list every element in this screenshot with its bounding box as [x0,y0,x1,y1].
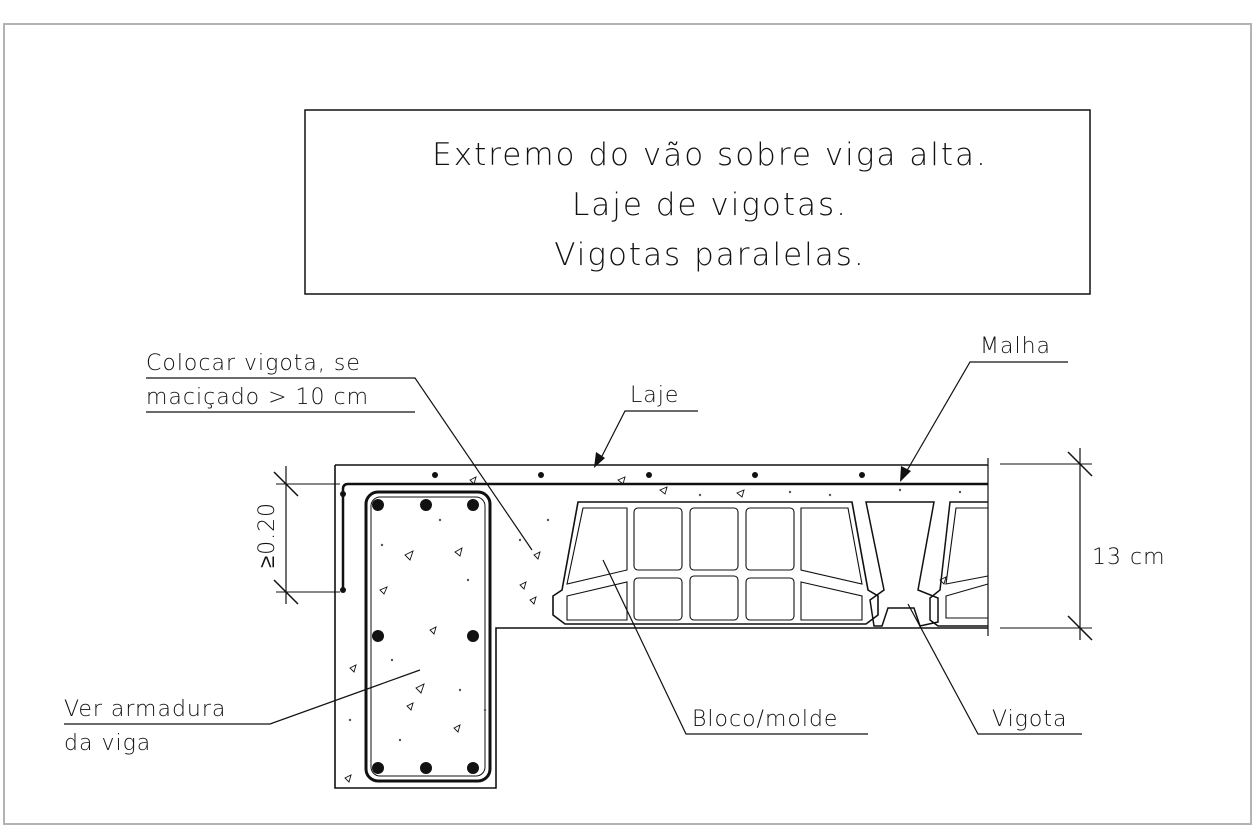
leader-arrow [900,466,911,482]
dim-min-length-label: ≥0.20 [255,502,280,568]
dimension-slab-height: 13 cm [1000,448,1166,641]
concrete-specks [348,488,962,742]
title-line-1: Extremo do vão sobre viga alta. [432,137,988,173]
title-border [304,109,1091,295]
bar-dot [340,587,346,593]
title-box: Extremo do vão sobre viga alta. Laje de … [304,109,1091,295]
callout-colocar: Colocar vigota, se maciçado > 10 cm [146,351,533,551]
beam-stirrup-inner [370,496,486,777]
rebar [467,499,479,511]
leader-arrow [594,452,605,468]
label-vigota: Vigota [992,707,1067,732]
callout-bloco: Bloco/molde [602,559,868,735]
rebar [372,499,384,511]
block-partial-outline [929,501,988,627]
joist [865,501,939,627]
mesh-dot [646,472,652,478]
callout-malha: Malha [900,334,1068,482]
label-laje: Laje [630,383,679,408]
callout-ver-armadura: Ver armadura da viga [64,669,421,756]
rebar [467,762,479,774]
hollow-block-partial [929,458,989,636]
mesh-dot [538,472,544,478]
rebar [372,762,384,774]
label-ver-2: da viga [64,731,151,756]
label-colocar-2: maciçado > 10 cm [146,385,369,410]
callout-vigota: Vigota [907,603,1082,735]
mesh-dot [752,472,758,478]
label-ver-1: Ver armadura [64,697,226,722]
title-line-3: Vigotas paralelas. [554,237,866,273]
title-line-2: Laje de vigotas. [572,187,848,223]
drawing-frame [3,23,1252,825]
concrete-hatch [344,476,947,783]
bar-dot [340,491,346,497]
mesh-dot [859,472,865,478]
hollow-block [552,501,879,625]
label-malha: Malha [980,334,1051,359]
label-colocar-1: Colocar vigota, se [146,351,361,376]
dim-slab-height-label: 13 cm [1092,545,1166,570]
rebar [467,630,479,642]
slab-anchor-bar [341,482,988,592]
concrete-outline [334,464,988,789]
beam-slab-section [334,464,988,789]
beam-stirrup [364,490,492,783]
label-bloco: Bloco/molde [692,707,838,732]
block-outline [552,501,879,625]
callout-laje: Laje [594,383,698,468]
rebar [372,630,384,642]
dimension-min-length: ≥0.20 [255,466,340,605]
joist-outline [865,501,939,627]
rebar [420,499,432,511]
rebar [420,762,432,774]
mesh-dot [432,472,438,478]
